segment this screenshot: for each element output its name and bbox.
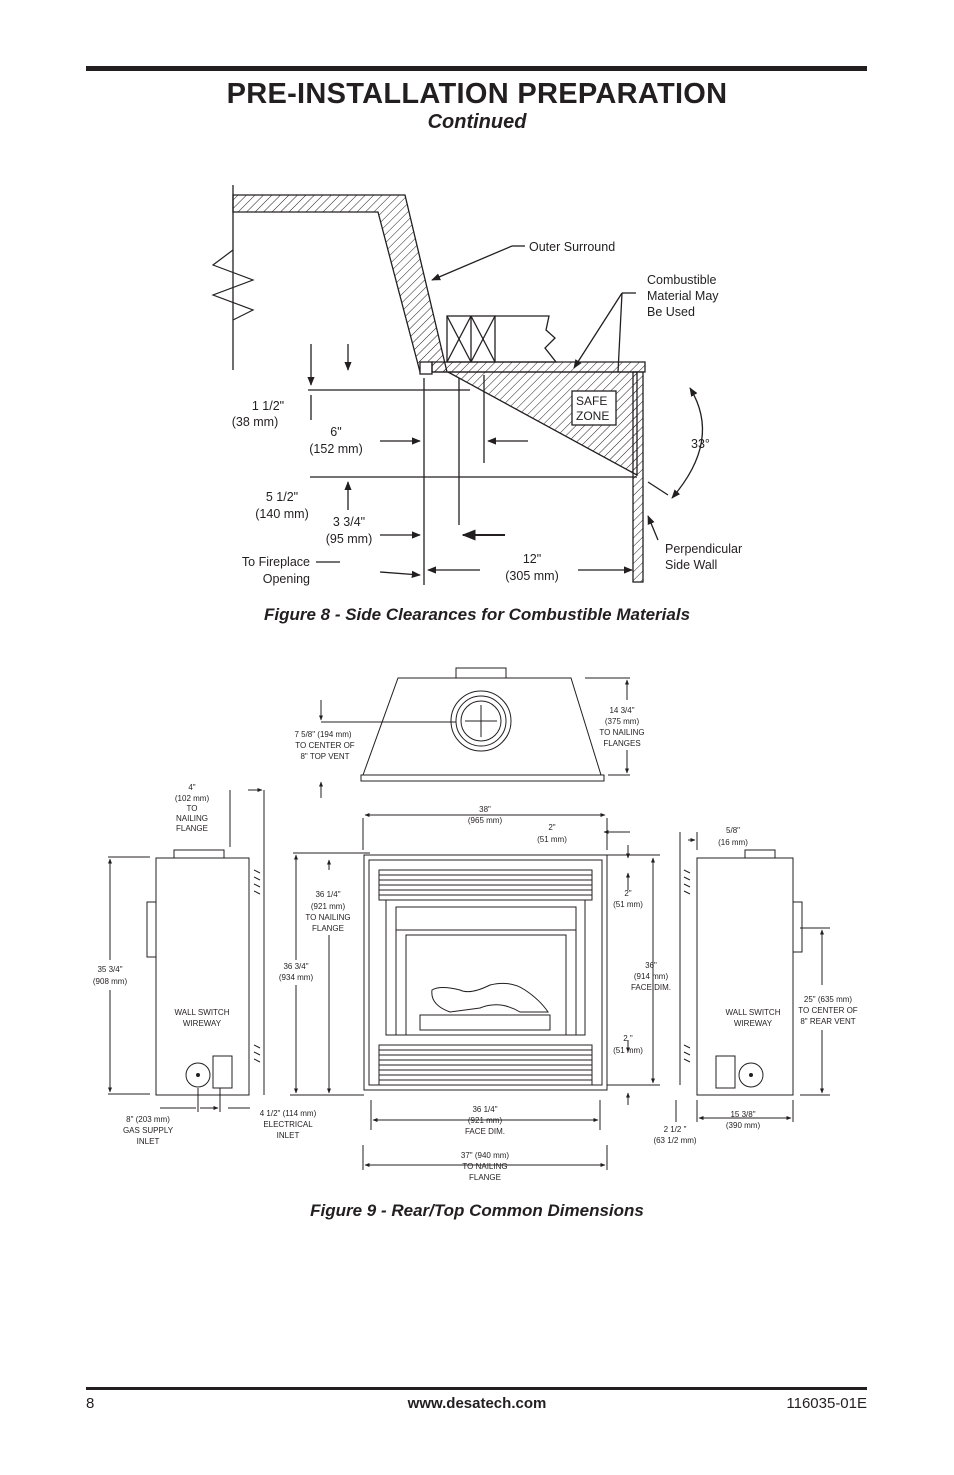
right-offset-58-dim-line1: 5/8"	[726, 826, 740, 835]
clearance-3-75in-mm-label: (95 mm)	[326, 532, 373, 546]
rear-vent-dim-line3: 8" REAR VENT	[800, 1017, 855, 1026]
electrical-inlet-dim-line1: 4 1/2" (114 mm)	[260, 1109, 317, 1118]
footer-rule	[86, 1387, 867, 1390]
right-wall-switch-label-line2: WIREWAY	[734, 1019, 773, 1028]
lower-offset-2-dim-line2: (51 mm)	[613, 1046, 643, 1055]
electrical-inlet-dim-line3: INLET	[277, 1131, 300, 1140]
figure-8-caption: Figure 8 - Side Clearances for Combustib…	[263, 605, 691, 624]
left-wall-switch-label-line2: WIREWAY	[183, 1019, 222, 1028]
nailing-width-dim-line1: 37" (940 mm)	[461, 1151, 510, 1160]
top-offset-2-dim-line2: (51 mm)	[537, 835, 567, 844]
overall-height-dim-line1: 36 3/4"	[283, 962, 308, 971]
page-number: 8	[86, 1395, 95, 1412]
outer-surround-label: Outer Surround	[529, 240, 615, 254]
gas-inlet-dim-line2: GAS SUPPLY	[123, 1126, 174, 1135]
upper-offset-2-dim-line1: 2"	[624, 889, 631, 898]
fireplace-opening-label-line2: Opening	[263, 572, 310, 586]
nailing-height-dim-line2: (921 mm)	[311, 902, 346, 911]
gas-inlet-dim-line1: 8" (203 mm)	[126, 1115, 170, 1124]
top-vent-dim-line2: TO CENTER OF	[295, 741, 355, 750]
width-38-dim-line2: (965 mm)	[468, 816, 503, 825]
lower-offset-2-dim-line1: 2 "	[623, 1034, 633, 1043]
combustible-label-line1: Combustible	[647, 273, 717, 287]
clearance-12in-label: 12"	[523, 552, 541, 566]
combustible-label-line2: Material May	[647, 289, 719, 303]
combustible-label-line3: Be Used	[647, 305, 695, 319]
top-flange-dim-line3: TO NAILING	[599, 728, 644, 737]
nailing-width-dim-line2: TO NAILING	[462, 1162, 507, 1171]
depth-dim-line2: (390 mm)	[726, 1121, 761, 1130]
clearance-3-75in-label: 3 3/4"	[333, 515, 365, 529]
clearance-5-5in-label: 5 1/2"	[266, 490, 298, 504]
face-width-dim-line2: (921 mm)	[468, 1116, 503, 1125]
overall-height-dim-line2: (934 mm)	[279, 973, 314, 982]
left-wall-switch-label-line1: WALL SWITCH	[175, 1008, 230, 1017]
document-number: 116035-01E	[786, 1395, 867, 1412]
website-link[interactable]: www.desatech.com	[407, 1395, 547, 1412]
rear-vent-dim-line2: TO CENTER OF	[798, 1006, 858, 1015]
safe-zone-label-line2: ZONE	[576, 409, 609, 423]
face-height-dim-line2: (914 mm)	[634, 972, 669, 981]
header-rule	[86, 66, 867, 71]
top-offset-2-dim-line1: 2"	[548, 823, 555, 832]
width-38-dim-line1: 38"	[479, 805, 491, 814]
figure-9-rear-top-dimensions: 7 5/8" (194 mm) TO CENTER OF 8" TOP VENT…	[93, 667, 858, 1182]
face-height-dim-line1: 36"	[645, 961, 657, 970]
left-nailing-dim-line3: TO	[187, 804, 198, 813]
electrical-inlet-dim-line2: ELECTRICAL	[263, 1120, 313, 1129]
top-vent-dim-line1: 7 5/8" (194 mm)	[294, 730, 351, 739]
left-nailing-dim-line4: NAILING	[176, 814, 208, 823]
clearance-6in-mm-label: (152 mm)	[309, 442, 362, 456]
left-height-dim-line1: 35 3/4"	[97, 965, 122, 974]
top-flange-dim-line4: FLANGES	[603, 739, 640, 748]
fireplace-opening-label-line1: To Fireplace	[242, 555, 310, 569]
perpendicular-wall-label-line1: Perpendicular	[665, 542, 742, 556]
right-offset-58-dim-line2: (16 mm)	[718, 838, 748, 847]
page-title: PRE-INSTALLATION PREPARATION	[226, 78, 728, 110]
left-nailing-dim-line5: FLANGE	[176, 824, 208, 833]
nailing-height-dim-line1: 36 1/4"	[315, 890, 340, 899]
figure-8-side-clearances: Outer Surround Combustible Material May …	[211, 185, 742, 586]
left-nailing-dim-line2: (102 mm)	[175, 794, 210, 803]
clearance-1-5in-label: 1 1/2"	[252, 399, 284, 413]
clearance-12in-mm-label: (305 mm)	[505, 569, 558, 583]
right-wall-switch-label-line1: WALL SWITCH	[726, 1008, 781, 1017]
page-subtitle: Continued	[427, 111, 527, 133]
clearance-6in-label: 6"	[330, 425, 341, 439]
nailing-height-dim-line4: FLANGE	[312, 924, 344, 933]
clearance-1-5in-mm-label: (38 mm)	[232, 415, 279, 429]
clearance-5-5in-mm-label: (140 mm)	[255, 507, 308, 521]
face-width-dim-line1: 36 1/4"	[472, 1105, 497, 1114]
top-vent-dim-line3: 8" TOP VENT	[300, 752, 349, 761]
gas-inlet-dim-line3: INLET	[137, 1137, 160, 1146]
perpendicular-wall-label-line2: Side Wall	[665, 558, 717, 572]
face-height-dim-line3: FACE DIM.	[631, 983, 671, 992]
nailing-width-dim-line3: FLANGE	[469, 1173, 501, 1182]
upper-offset-2-dim-line2: (51 mm)	[613, 900, 643, 909]
depth-dim-line1: 15 3/8"	[730, 1110, 755, 1119]
rear-vent-dim-line1: 25" (635 mm)	[804, 995, 853, 1004]
depth-offset-dim-line1: 2 1/2 "	[664, 1125, 687, 1134]
nailing-height-dim-line3: TO NAILING	[305, 913, 350, 922]
figure-9-caption: Figure 9 - Rear/Top Common Dimensions	[310, 1201, 644, 1220]
left-nailing-dim-line1: 4"	[188, 783, 195, 792]
safe-zone-label-line1: SAFE	[576, 394, 607, 408]
left-height-dim-line2: (908 mm)	[93, 977, 128, 986]
top-flange-dim-line1: 14 3/4"	[609, 706, 634, 715]
face-width-dim-line3: FACE DIM.	[465, 1127, 505, 1136]
depth-offset-dim-line2: (63 1/2 mm)	[653, 1136, 696, 1145]
angle-label: 33°	[691, 437, 710, 451]
top-flange-dim-line2: (375 mm)	[605, 717, 640, 726]
